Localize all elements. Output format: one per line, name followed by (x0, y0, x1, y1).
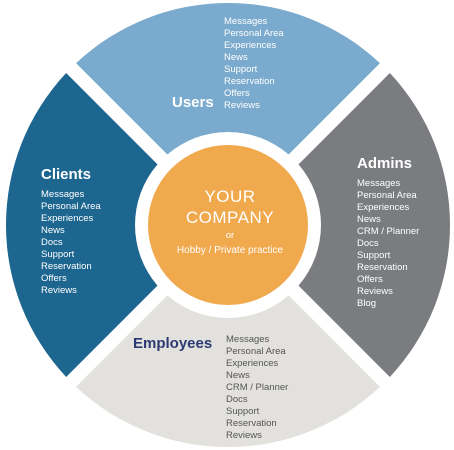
center-or: or (225, 230, 235, 241)
admins-item: Personal Area (357, 190, 417, 201)
center-title: YOUR COMPANY (155, 186, 305, 228)
users-segment (76, 2, 380, 155)
admins-item: Blog (357, 298, 377, 309)
employees-item: Reservation (226, 418, 277, 429)
admins-item: CRM / Planner (357, 226, 420, 237)
employees-item: Reviews (226, 430, 262, 441)
clients-title: Clients (41, 166, 92, 183)
center-subtitle: Hobby / Private practice (176, 245, 284, 256)
center-title-line2: COMPANY (185, 208, 275, 227)
admins-segment (298, 73, 451, 377)
clients-item: News (41, 225, 65, 236)
clients-item: Support (41, 249, 75, 260)
employees-title: Employees (133, 335, 213, 352)
employees-segment (76, 295, 380, 447)
admins-item: Experiences (357, 202, 410, 213)
clients-item: Offers (41, 273, 67, 284)
admins-item: News (357, 214, 381, 225)
clients-item: Reviews (41, 285, 77, 296)
users-item: Support (224, 64, 258, 75)
users-item: Messages (224, 16, 268, 27)
employees-item: Personal Area (226, 346, 286, 357)
clients-item: Docs (41, 237, 63, 248)
employees-item: Docs (226, 394, 248, 405)
users-item: Offers (224, 88, 250, 99)
center-title-line1: YOUR (204, 187, 256, 206)
admins-title: Admins (357, 155, 413, 172)
employees-item: News (226, 370, 250, 381)
clients-segment (5, 73, 158, 377)
users-item: Reservation (224, 76, 275, 87)
admins-item: Support (357, 250, 391, 261)
users-item: News (224, 52, 248, 63)
users-item: Personal Area (224, 28, 284, 39)
admins-item: Reviews (357, 286, 393, 297)
admins-item: Offers (357, 274, 383, 285)
users-item: Reviews (224, 100, 260, 111)
admins-item: Docs (357, 238, 379, 249)
admins-item: Reservation (357, 262, 408, 273)
clients-item: Personal Area (41, 201, 101, 212)
center-circle (148, 145, 308, 305)
clients-item: Reservation (41, 261, 92, 272)
employees-item: Messages (226, 334, 270, 345)
employees-item: Support (226, 406, 260, 417)
users-title: Users (172, 94, 214, 111)
admins-item: Messages (357, 178, 401, 189)
clients-item: Experiences (41, 213, 94, 224)
clients-item: Messages (41, 189, 85, 200)
users-item: Experiences (224, 40, 277, 51)
employees-item: CRM / Planner (226, 382, 289, 393)
employees-item: Experiences (226, 358, 279, 369)
